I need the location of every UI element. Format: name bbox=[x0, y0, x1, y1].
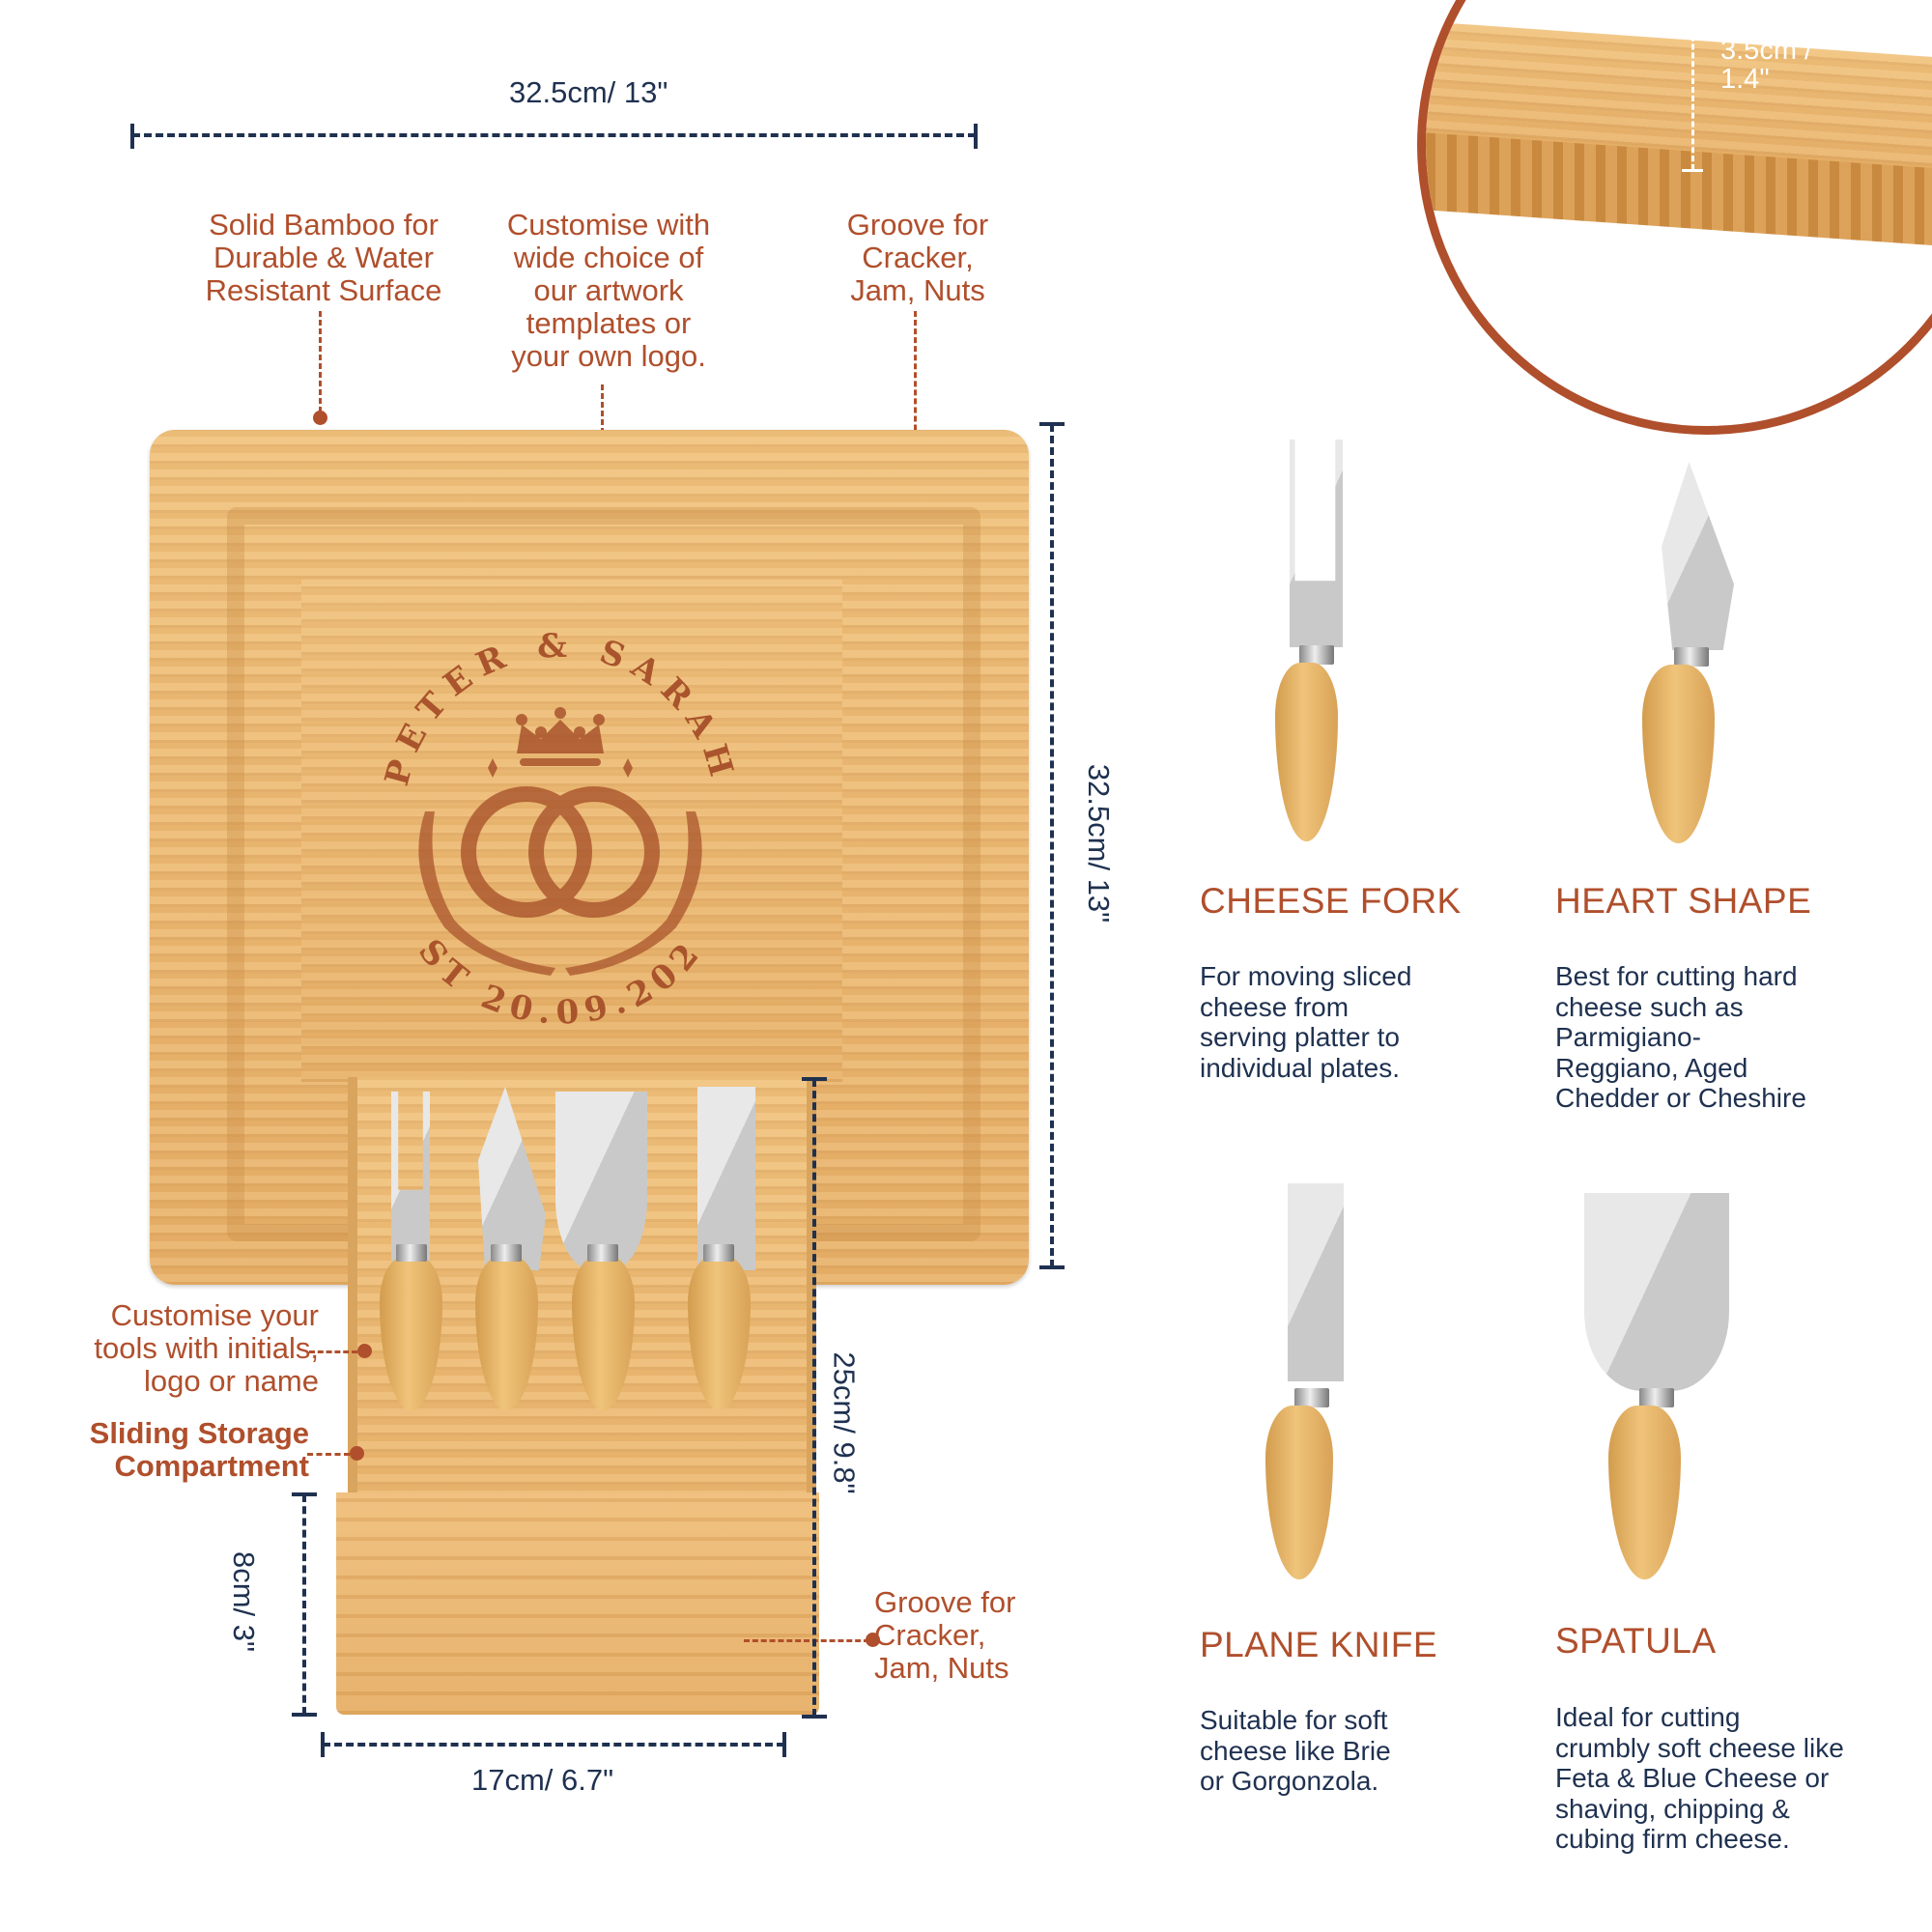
tool-description-cheese-fork: For moving sliced cheese from serving pl… bbox=[1200, 961, 1412, 1083]
tool-heading-heart-shape: HEART SHAPE bbox=[1555, 881, 1812, 921]
drawer-front-groove bbox=[336, 1492, 819, 1715]
board-serving-area bbox=[301, 580, 842, 1082]
annotation-groove-bottom-dot bbox=[866, 1633, 880, 1647]
drawer-width-label: 17cm/ 6.7" bbox=[471, 1763, 614, 1797]
interlocked-rings-icon bbox=[461, 786, 660, 918]
tool-heading-plane-knife: PLANE KNIFE bbox=[1200, 1625, 1438, 1664]
annotation-bamboo-dot bbox=[313, 411, 327, 425]
crown-icon bbox=[516, 707, 605, 766]
annotation-groove-bottom: Groove for Cracker, Jam, Nuts bbox=[874, 1585, 1016, 1685]
board-width-label: 32.5cm/ 13" bbox=[509, 75, 668, 109]
annotation-customise-tools: Customise your tools with initials, logo… bbox=[94, 1298, 319, 1398]
annotation-bamboo-leader bbox=[319, 311, 322, 412]
annotation-sliding-storage-dot bbox=[350, 1446, 364, 1461]
star-icon bbox=[488, 758, 497, 778]
annotation-groove-top-leader bbox=[914, 311, 917, 535]
annotation-customise-tools-leader bbox=[309, 1350, 357, 1353]
drawer-length-label: 25cm/ 9.8" bbox=[827, 1351, 862, 1494]
tool-heading-cheese-fork: CHEESE FORK bbox=[1200, 881, 1462, 921]
annotation-sliding-storage-leader bbox=[307, 1453, 350, 1456]
annotation-sliding-storage: Sliding Storage Compartment bbox=[89, 1416, 309, 1483]
tool-description-spatula: Ideal for cutting crumbly soft cheese li… bbox=[1555, 1702, 1844, 1854]
board-height-label: 32.5cm/ 13" bbox=[1082, 763, 1117, 923]
thickness-detail-inset: 3.5cm / 1.4" bbox=[1417, 0, 1932, 435]
engraved-emblem: PETER & SARAH EST 20.09.2021 bbox=[367, 618, 733, 1033]
board-thickness-label: 3.5cm / 1.4" bbox=[1720, 35, 1813, 95]
drawer-front-height-label: 8cm/ 3" bbox=[227, 1550, 262, 1653]
tool-description-heart-shape: Best for cutting hard cheese such as Par… bbox=[1555, 961, 1806, 1113]
annotation-customise-artwork: Customise with wide choice of our artwor… bbox=[506, 208, 711, 373]
annotation-groove-bottom-leader bbox=[744, 1639, 869, 1642]
annotation-customise-tools-dot bbox=[357, 1344, 372, 1358]
tool-heading-spatula: SPATULA bbox=[1555, 1621, 1717, 1661]
star-icon bbox=[623, 758, 633, 778]
tool-description-plane-knife: Suitable for soft cheese like Brie or Go… bbox=[1200, 1705, 1391, 1796]
laurel-wreath-icon bbox=[418, 811, 702, 976]
annotation-groove-top: Groove for Cracker, Jam, Nuts bbox=[846, 208, 989, 307]
annotation-bamboo: Solid Bamboo for Durable & Water Resista… bbox=[205, 208, 442, 307]
